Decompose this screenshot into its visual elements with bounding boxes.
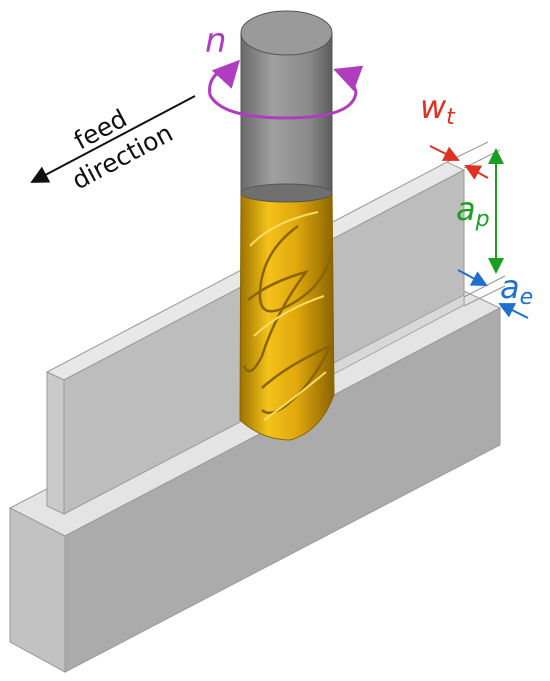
radial-depth-label-sub: e bbox=[520, 285, 534, 310]
axial-depth-dimension bbox=[463, 148, 506, 298]
tooth-width-label-main: w bbox=[420, 88, 447, 126]
tooth-width-dimension bbox=[429, 141, 501, 180]
spindle-speed-label: n bbox=[205, 21, 227, 61]
tool-flutes bbox=[239, 189, 335, 441]
axial-depth-label-main: a bbox=[456, 190, 476, 228]
tool-shank-top bbox=[240, 10, 333, 56]
radial-depth-dimension bbox=[457, 269, 529, 319]
axial-depth-label: ap bbox=[456, 190, 490, 232]
tooth-width-label: wt bbox=[420, 88, 456, 130]
radial-depth-label: ae bbox=[500, 268, 533, 310]
radial-depth-label-main: a bbox=[500, 268, 520, 306]
rotation-arrow bbox=[208, 59, 364, 120]
axial-depth-label-sub: p bbox=[475, 207, 490, 232]
feed-direction-arrow bbox=[30, 95, 196, 183]
end-mill-tool bbox=[239, 10, 335, 441]
tooth-width-label-sub: t bbox=[446, 105, 456, 130]
tool-shank bbox=[240, 32, 333, 194]
